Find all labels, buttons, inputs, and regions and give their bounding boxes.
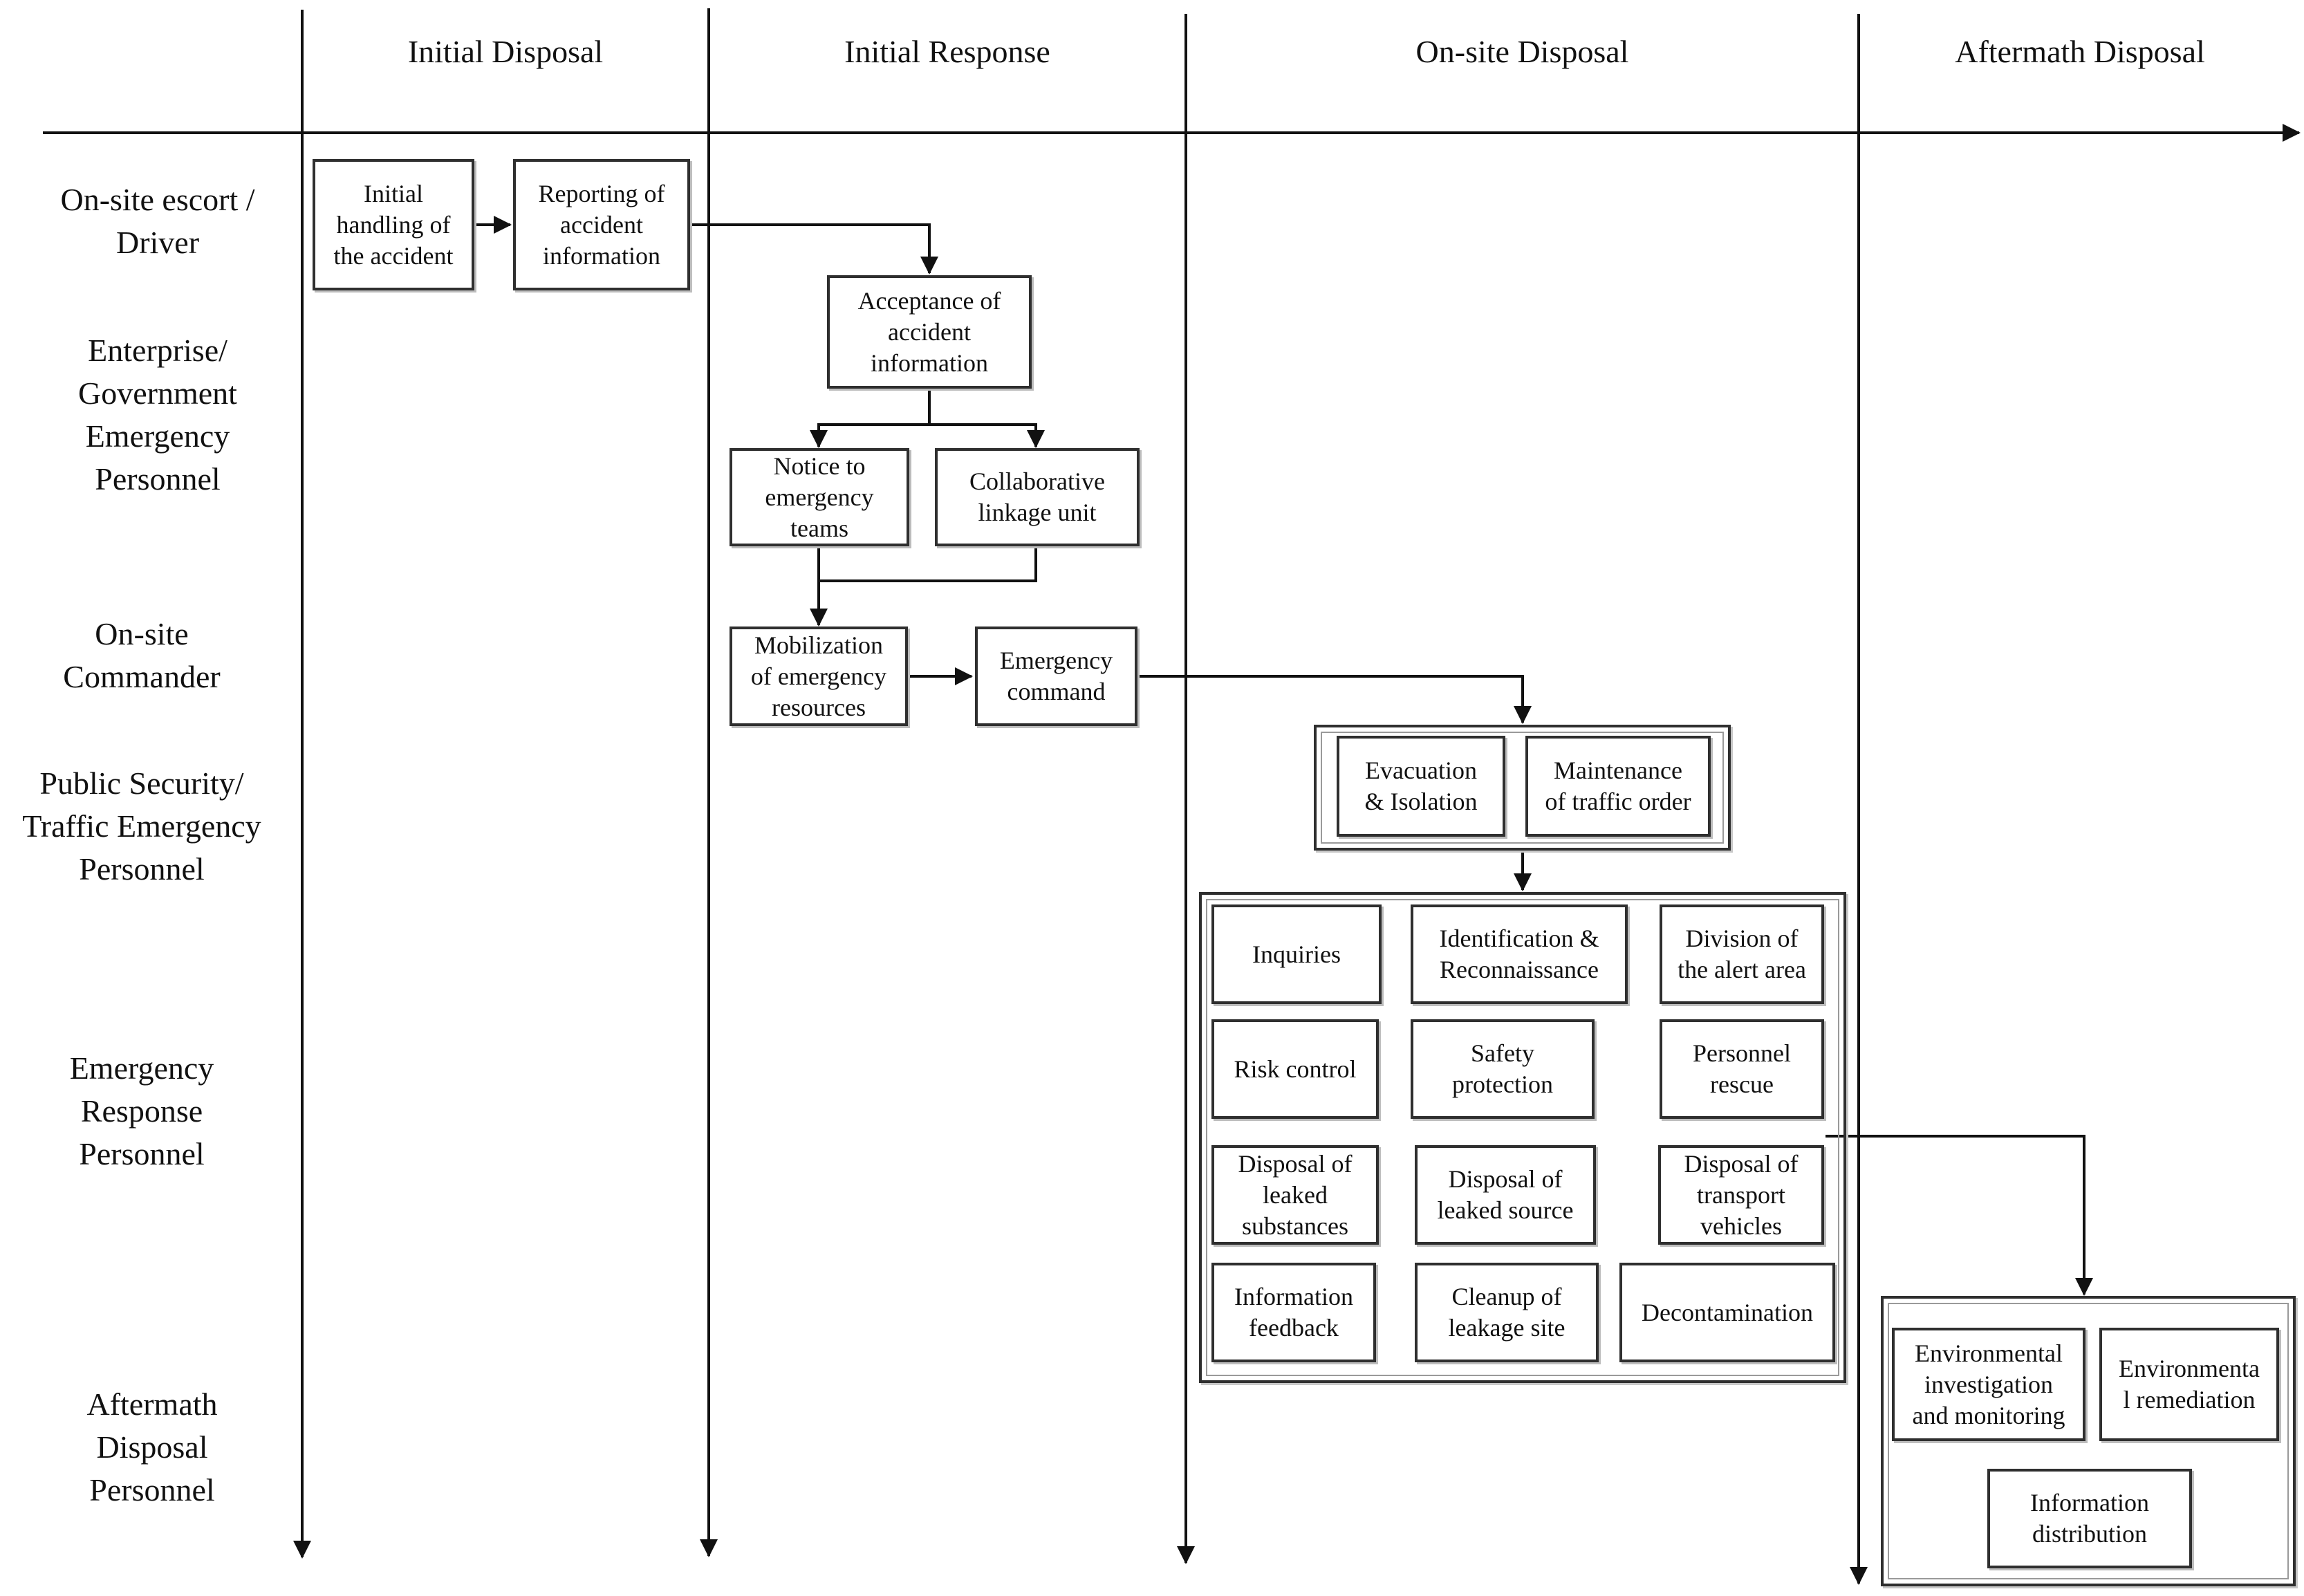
box-risk-control: Risk control: [1211, 1019, 1379, 1119]
box-maintenance-traffic-order: Maintenance of traffic order: [1525, 736, 1711, 837]
arrow-reporting-to-acceptance: [690, 223, 938, 275]
box-disposal-leaked-source: Disposal of leaked source: [1415, 1145, 1596, 1245]
arrow-collaborative-to-mobilization: [810, 546, 1037, 627]
box-mobilization-resources: Mobilization of emergency resources: [730, 627, 908, 726]
box-cleanup-leakage-site: Cleanup of leakage site: [1415, 1263, 1599, 1362]
role-onsite-escort-driver: On-site escort / Driver: [60, 182, 255, 260]
phase-header-initial-disposal: Initial Disposal: [407, 34, 604, 69]
box-decontamination: Decontamination: [1619, 1263, 1835, 1362]
traffic-order-group-frame: [1314, 725, 1731, 851]
arrow-response-frame-to-aftermath-frame: [1825, 1135, 2093, 1296]
phase-header-aftermath-disposal: Aftermath Disposal: [1955, 34, 2205, 69]
box-environmental-remediation: Environmenta l remediation: [2099, 1328, 2279, 1441]
emergency-response-group-frame: [1199, 892, 1846, 1383]
box-disposal-transport-vehicles: Disposal of transport vehicles: [1658, 1145, 1824, 1245]
role-emergency-response-personnel: Emergency Response Personnel: [69, 1050, 214, 1171]
box-identification-reconnaissance: Identification & Reconnaissance: [1411, 904, 1628, 1004]
box-emergency-command: Emergency command: [975, 627, 1137, 726]
arrow-acceptance-to-notice: [810, 423, 929, 448]
role-enterprise-government-personnel: Enterprise/ Government Emergency Personn…: [78, 333, 237, 497]
box-disposal-leaked-substances: Disposal of leaked substances: [1211, 1145, 1379, 1245]
box-information-feedback: Information feedback: [1211, 1263, 1376, 1362]
box-reporting-accident-info: Reporting of accident information: [513, 159, 690, 290]
arrow-command-to-traffic-frame: [1137, 675, 1532, 724]
box-safety-protection: Safety protection: [1411, 1019, 1595, 1119]
arrow-acceptance-to-collaborative: [928, 389, 1045, 448]
phase-header-initial-response: Initial Response: [844, 34, 1050, 69]
role-public-security-traffic-personnel: Public Security/ Traffic Emergency Perso…: [22, 765, 261, 887]
box-evacuation-isolation: Evacuation & Isolation: [1337, 736, 1505, 837]
box-collaborative-linkage-unit: Collaborative linkage unit: [935, 448, 1140, 546]
box-notice-emergency-teams: Notice to emergency teams: [730, 448, 909, 546]
box-environmental-investigation: Environmental investigation and monitori…: [1892, 1328, 2085, 1441]
box-personnel-rescue: Personnel rescue: [1660, 1019, 1824, 1119]
box-inquiries: Inquiries: [1211, 904, 1382, 1004]
box-division-alert-area: Division of the alert area: [1660, 904, 1824, 1004]
box-information-distribution: Information distribution: [1987, 1469, 2192, 1568]
aftermath-group-frame: [1881, 1296, 2296, 1586]
box-acceptance-accident-info: Acceptance of accident information: [827, 275, 1032, 389]
role-onsite-commander: On-site Commander: [63, 616, 221, 694]
role-aftermath-disposal-personnel: Aftermath Disposal Personnel: [86, 1386, 218, 1507]
phase-header-on-site-disposal: On-site Disposal: [1415, 34, 1629, 69]
box-initial-handling: Initial handling of the accident: [313, 159, 474, 290]
